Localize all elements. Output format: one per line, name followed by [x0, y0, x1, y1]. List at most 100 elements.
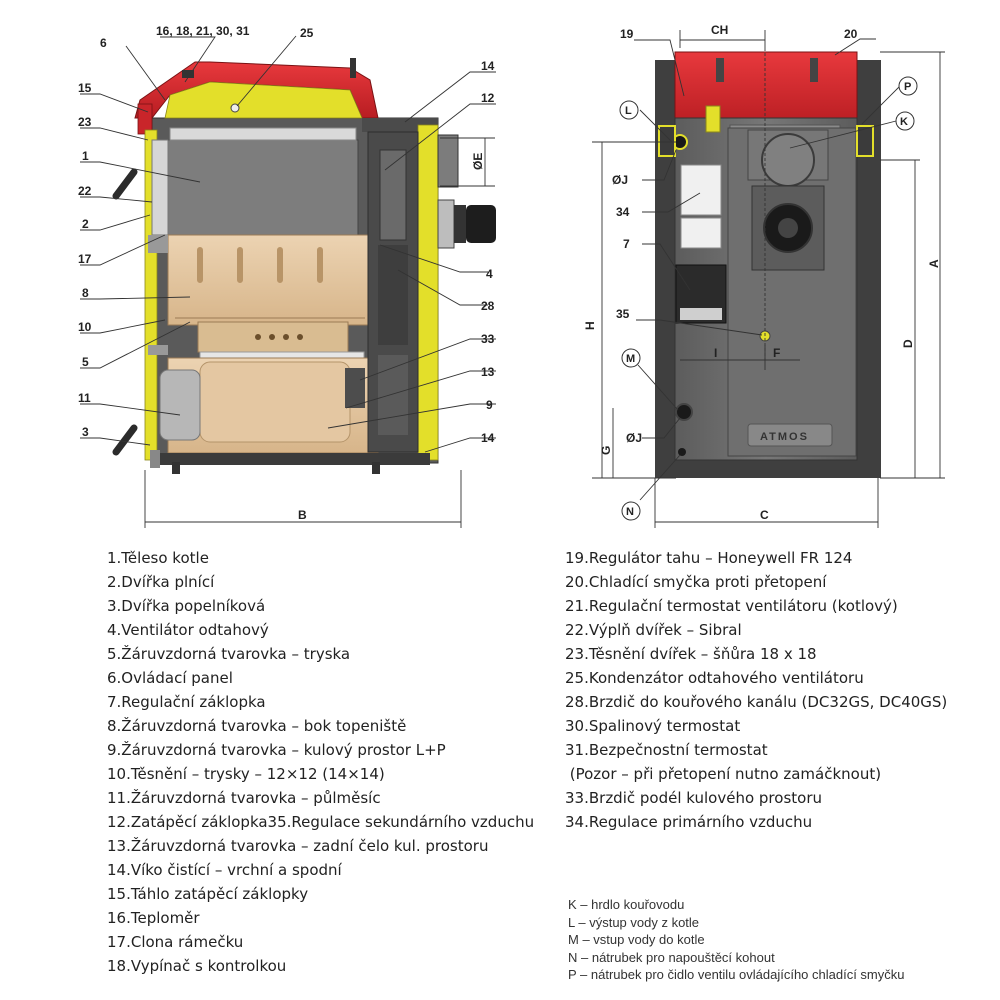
- rear-cooling-loop: [674, 51, 858, 127]
- callout-25: 25: [300, 26, 314, 40]
- legend-item: 25.Kondenzátor odtahového ventilátoru: [565, 669, 864, 687]
- callout-8: 8: [82, 286, 89, 300]
- legend-item: 6.Ovládací panel: [107, 669, 233, 687]
- rating-label: [680, 164, 722, 216]
- fuel-chamber: [167, 139, 359, 236]
- fan-motor: [466, 205, 496, 243]
- connection-m-label: M: [626, 353, 635, 365]
- left-leaders: [80, 35, 496, 528]
- legend-item: 5.Žáruvzdorná tvarovka – tryska: [107, 645, 351, 663]
- legend-item: 14.Víko čistící – vrchní a spodní: [107, 861, 342, 879]
- dimension-i: I: [714, 346, 717, 360]
- legend-item: 17.Clona rámečku: [107, 933, 244, 951]
- legend-item: 31.Bezpečnostní termostat: [565, 741, 768, 759]
- callout-35: 35: [616, 307, 630, 321]
- dimension-f: F: [773, 346, 780, 360]
- dimension-g: G: [599, 446, 613, 455]
- control-panel-front: [137, 103, 153, 135]
- legend-item: 2.Dvířka plnící: [107, 573, 215, 591]
- callout-14-bottom: 14: [481, 431, 495, 445]
- boiler-rear-view: ATMOS: [655, 51, 881, 478]
- legend-item: 9.Žáruvzdorná tvarovka – kulový prostor …: [107, 741, 446, 759]
- legend-item: 8.Žáruvzdorná tvarovka – bok topeniště: [107, 717, 407, 735]
- connection-n-marker: [621, 501, 641, 521]
- callout-16-18-21-30-31: 16, 18, 21, 30, 31: [156, 24, 250, 38]
- legend-item: 33.Brzdič podél kulového prostoru: [565, 789, 822, 807]
- right-callout-labels: 19 CH 20 L P K ØJ 34 7 H A D 35 M I F G …: [583, 23, 941, 522]
- dimension-ch: CH: [711, 23, 728, 37]
- legend-item: 4.Ventilátor odtahový: [107, 621, 269, 639]
- callout-10: 10: [78, 320, 92, 334]
- loading-door: [151, 139, 169, 236]
- connection-k-label: K: [900, 116, 908, 128]
- legend-item: 16.Teploměr: [107, 909, 200, 927]
- callout-9: 9: [486, 398, 493, 412]
- callout-20: 20: [844, 27, 858, 41]
- dimension-phi-j-bottom: ØJ: [626, 431, 642, 445]
- legend-item: 23.Těsnění dvířek – šňůra 18 x 18: [565, 645, 817, 663]
- door-handle-top: [112, 168, 138, 200]
- control-panel-yellow-strip: [164, 81, 363, 119]
- half-moon-brick: [159, 369, 201, 441]
- connection-p-marker: [898, 76, 918, 96]
- dimension-h: H: [583, 321, 597, 330]
- legend-item: 7.Regulační záklopka: [107, 693, 266, 711]
- dimension-b: B: [298, 508, 307, 522]
- callout-28: 28: [481, 299, 495, 313]
- dimension-phi-e: ØE: [471, 153, 485, 170]
- connection-n-label: N: [626, 506, 634, 518]
- connection-l-marker: [619, 100, 639, 120]
- dimension-phi-j-top: ØJ: [612, 173, 628, 187]
- callout-12: 12: [481, 91, 495, 105]
- brand-logo: ATMOS: [760, 431, 809, 443]
- connection-legend-item: K – hrdlo kouřovodu: [568, 897, 685, 912]
- connection-legend-item: N – nátrubek pro napouštěcí kohout: [568, 949, 775, 965]
- legend-item: 12.Zatápěcí záklopka35.Regulace sekundár…: [107, 813, 535, 831]
- callout-14-top: 14: [481, 59, 495, 73]
- callout-1: 1: [82, 149, 89, 163]
- legend-item: 30.Spalinový termostat: [565, 717, 741, 735]
- connection-legend-item: P – nátrubek pro čidlo ventilu ovládajíc…: [568, 967, 905, 982]
- flue-outlet: [761, 133, 815, 187]
- connections-legend: K – hrdlo kouřovodu L – výstup vody z ko…: [568, 896, 905, 984]
- callout-22: 22: [78, 184, 92, 198]
- callout-19: 19: [620, 27, 634, 41]
- legend-item: 22.Výplň dvířek – Sibral: [565, 621, 742, 639]
- callout-5: 5: [82, 355, 89, 369]
- dimension-a: A: [927, 259, 941, 268]
- dimension-d: D: [901, 339, 915, 348]
- callout-6: 6: [100, 36, 107, 50]
- right-leaders: [592, 30, 945, 528]
- brand-plate: [747, 423, 833, 447]
- callout-11: 11: [78, 391, 91, 405]
- info-label: [680, 217, 722, 249]
- connection-m-marker: [621, 348, 641, 368]
- legend-item: 13.Žáruvzdorná tvarovka – zadní čelo kul…: [107, 837, 489, 855]
- exhaust-fan: [437, 199, 455, 249]
- callout-33: 33: [481, 332, 495, 346]
- callout-3: 3: [82, 425, 89, 439]
- exhaust-fan-housing: [437, 134, 459, 188]
- callout-7: 7: [623, 237, 630, 251]
- connection-m: [675, 403, 693, 421]
- callout-34: 34: [616, 205, 630, 219]
- legend-item: 11.Žáruvzdorná tvarovka – půlměsíc: [107, 789, 381, 807]
- parts-legend-right: 19.Regulátor tahu – Honeywell FR 124 20.…: [565, 546, 947, 834]
- dimension-c: C: [760, 508, 769, 522]
- boiler-section-view: [112, 58, 496, 474]
- switch-icon: [182, 70, 194, 78]
- connection-n: [678, 448, 686, 456]
- legend-item: 21.Regulační termostat ventilátoru (kotl…: [565, 597, 898, 615]
- legend-item: 1.Těleso kotle: [107, 549, 209, 567]
- legend-item: (Pozor – při přetopení nutno zamáčknout): [565, 765, 882, 783]
- callout-23: 23: [78, 115, 92, 129]
- legend-item: 19.Regulátor tahu – Honeywell FR 124: [565, 549, 853, 567]
- legend-item: 34.Regulace primárního vzduchu: [565, 813, 813, 831]
- connection-legend-item: L – výstup vody z kotle: [568, 914, 700, 930]
- connection-k-marker: [895, 111, 915, 131]
- ash-pan-base: [160, 453, 430, 465]
- door-handle-bottom: [112, 424, 138, 456]
- legend-item: 18.Vypínač s kontrolkou: [107, 957, 287, 975]
- legend-item: 3.Dvířka popelníková: [107, 597, 266, 615]
- connection-legend-item: M – vstup vody do kotle: [568, 932, 705, 947]
